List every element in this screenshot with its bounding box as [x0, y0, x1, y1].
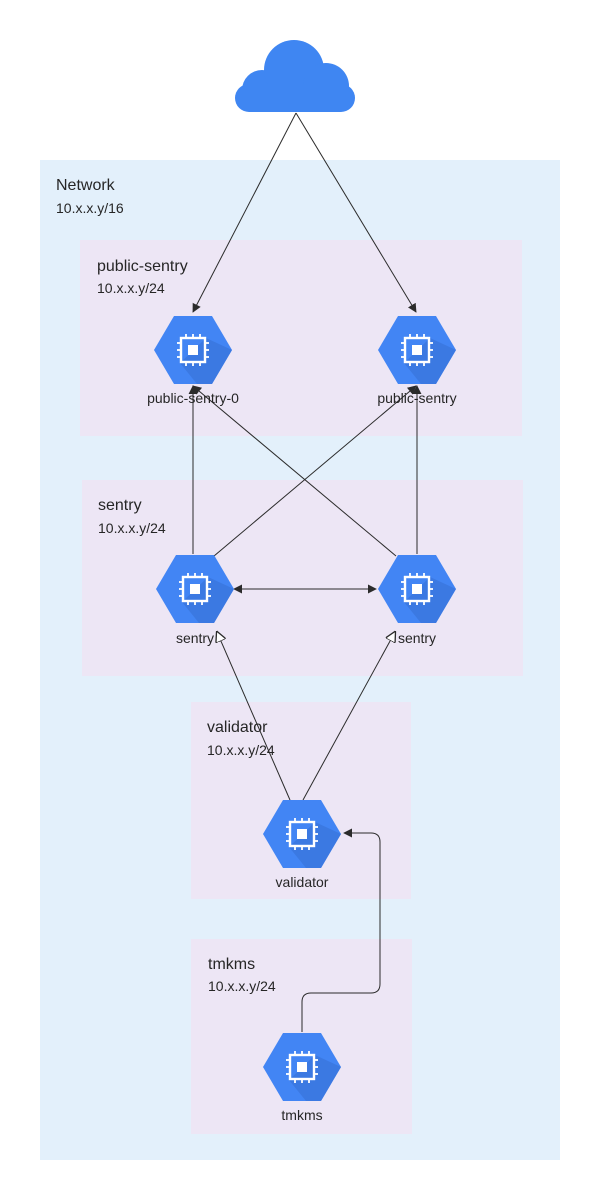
edge-validator-to-sentry-right	[302, 632, 395, 801]
tmkms-node-icon[interactable]	[261, 1031, 343, 1103]
public-sentry-0-node-icon[interactable]	[152, 314, 234, 386]
subnet-sentry-title: sentry	[98, 497, 142, 514]
edge-internet-to-public-sentry-0	[192, 112, 297, 313]
sentry-right-node-icon[interactable]	[376, 553, 458, 625]
subnet-public-sentry-title: public-sentry	[97, 258, 188, 275]
public-sentry-1-label: public-sentry	[377, 390, 457, 406]
cloud-icon	[235, 40, 355, 112]
sentry-right-label: sentry	[397, 630, 437, 646]
public-sentry-0-label: public-sentry-0	[147, 390, 239, 406]
subnet-sentry-cidr: 10.x.x.y/24	[98, 520, 166, 536]
validator-label: validator	[275, 874, 329, 890]
edge-internet-to-public-sentry-1	[295, 112, 417, 313]
validator-node-icon[interactable]	[261, 798, 343, 870]
subnet-public-sentry-cidr: 10.x.x.y/24	[97, 280, 165, 296]
tmkms-label: tmkms	[281, 1107, 323, 1123]
edge-sentry-right-to-public-sentry-0	[192, 385, 397, 557]
network-cidr: 10.x.x.y/16	[56, 200, 124, 216]
edge-tmkms-to-validator	[301, 828, 381, 1032]
subnet-validator-cidr: 10.x.x.y/24	[207, 742, 275, 758]
edge-validator-to-sentry-left	[217, 632, 291, 801]
subnet-tmkms-cidr: 10.x.x.y/24	[208, 978, 276, 994]
edge-sentry-left-to-public-sentry-1	[213, 385, 417, 557]
public-sentry-1-node-icon[interactable]	[376, 314, 458, 386]
sentry-left-node-icon[interactable]	[154, 553, 236, 625]
subnet-validator-title: validator	[207, 719, 268, 736]
sentry-left-label: sentry	[175, 630, 215, 646]
subnet-tmkms-title: tmkms	[208, 956, 256, 973]
network-title: Network	[56, 177, 115, 194]
